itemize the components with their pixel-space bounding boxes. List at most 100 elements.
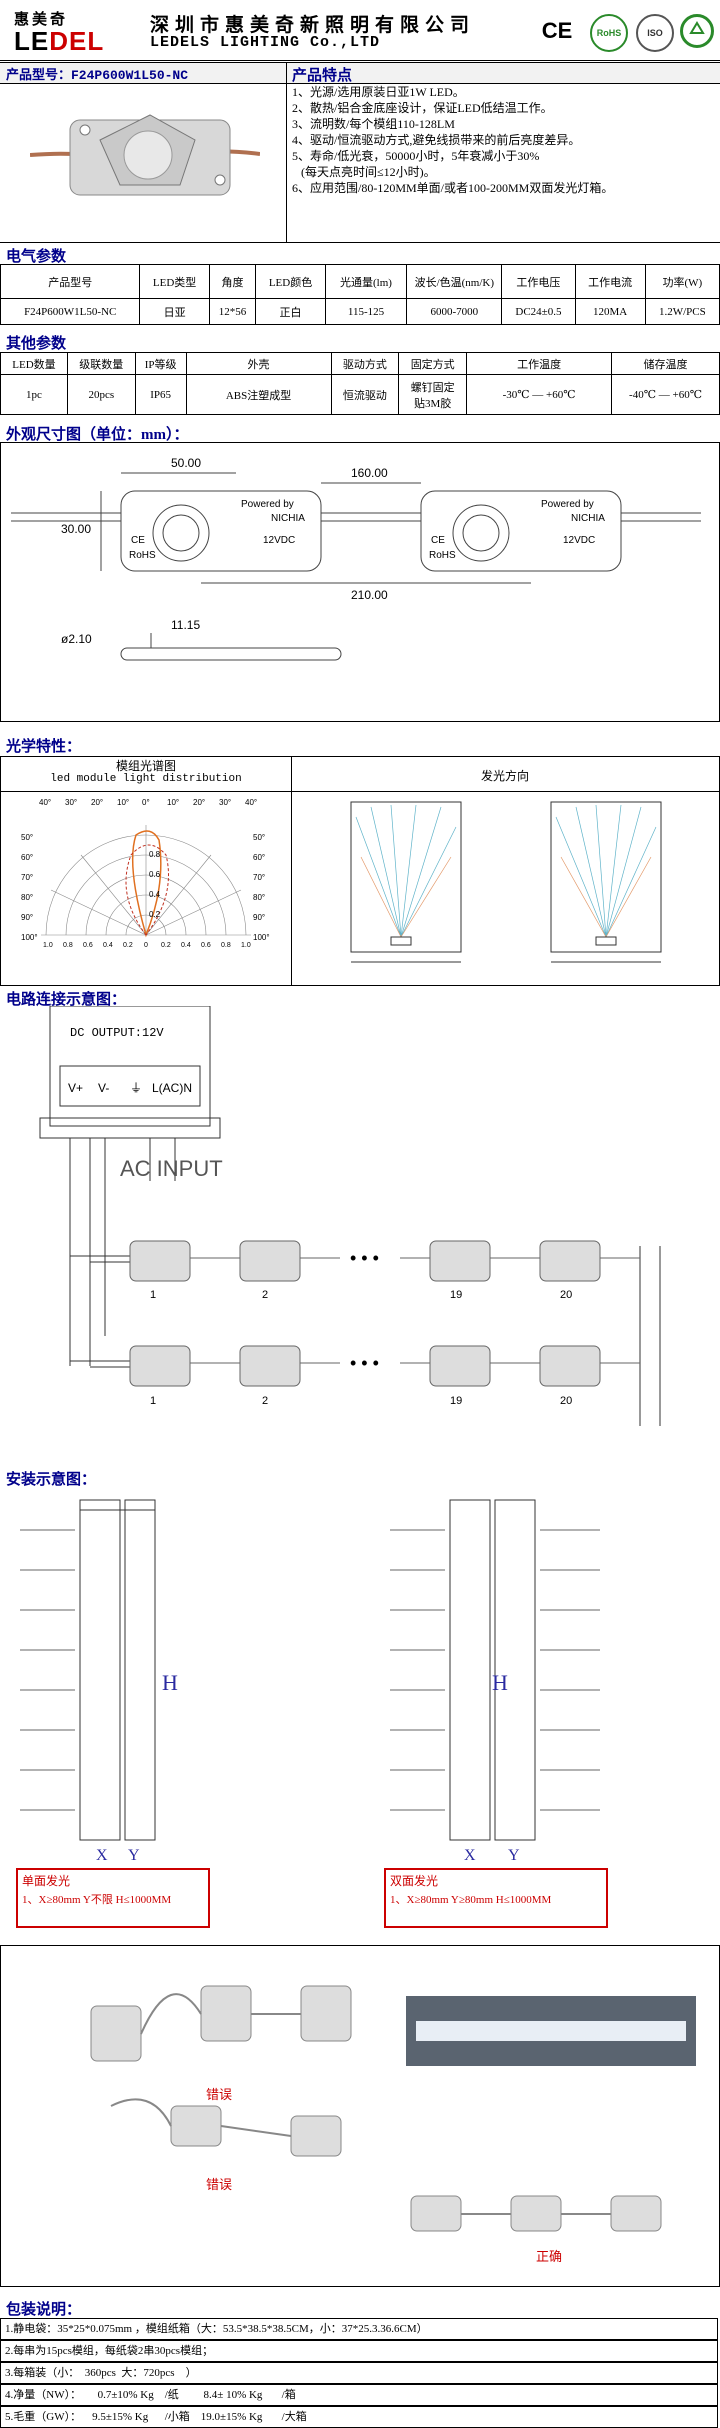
svg-text:60°: 60° (21, 853, 33, 862)
svg-text:50°: 50° (253, 833, 265, 842)
install-diagram: H H X Y X Y 单面发光 1、X≥80mm Y不限 H≤1000MM 双… (0, 1490, 720, 1930)
svg-text:40°: 40° (39, 798, 51, 807)
rohs-icon: RoHS (590, 14, 628, 52)
x-mark: X (464, 1847, 476, 1864)
feature-item: 5、寿命/低光衰，50000小时，5年衰减小于30% (292, 149, 540, 163)
packing-line: 2.每串为15pcs模组，每纸袋2串30pcs模组； (0, 2340, 718, 2362)
table-header: 工作温度 (466, 352, 613, 375)
double-side-note: 双面发光 1、X≥80mm Y≥80mm H≤1000MM (384, 1868, 608, 1928)
svg-text:19: 19 (450, 1395, 462, 1407)
module-voltage: 12VDC (563, 535, 595, 546)
feature-item: 4、驱动/恒流驱动方式,避免线损带来的前后亮度差异。 (292, 133, 581, 147)
wrong-right-panel: 错误 错误 正确 (0, 1945, 720, 2287)
svg-text:80°: 80° (21, 893, 33, 902)
other-title: 其他参数 (6, 336, 67, 352)
table-cell: DC24±0.5 (501, 298, 576, 325)
table-header: 光通量(lm) (324, 264, 408, 299)
table-header: 储存温度 (611, 352, 720, 375)
packing-line: 1.静电袋：35*25*0.075mm ，模组纸箱（大：53.5*38.5*38… (0, 2318, 718, 2340)
table-header: LED数量 (0, 352, 68, 375)
feature-item: 6、应用范围/80-120MM单面/或者100-200MM双面发光灯箱。 (292, 181, 614, 195)
svg-text:20°: 20° (193, 798, 205, 807)
table-header: 驱动方式 (330, 352, 400, 375)
double-title: 双面发光 (390, 1874, 439, 1888)
svg-text:2: 2 (262, 1289, 268, 1301)
svg-text:1.0: 1.0 (43, 942, 53, 949)
svg-text:100°: 100° (253, 933, 270, 942)
wiring-diagram: DC OUTPUT:12V V+ V- ⏚ L(AC)N AC INPUT • … (0, 1005, 720, 1466)
other-table: LED数量 级联数量 IP等级 外壳 驱动方式 固定方式 工作温度 储存温度 1… (0, 352, 720, 415)
side-angle-labels: 50° 60° 70° 80° 90° 100° 50° 60° 70° 80°… (21, 833, 270, 942)
table-cell: -40℃ — +60℃ (611, 374, 720, 415)
x-mark: X (96, 1847, 108, 1864)
ellipsis: • • • (350, 1248, 379, 1268)
svg-text:20: 20 (560, 1395, 572, 1407)
svg-text:0: 0 (144, 942, 148, 949)
y-mark: Y (508, 1847, 520, 1864)
electrical-title: 电气参数 (6, 249, 67, 265)
bottom-tick-labels: 1.0 0.8 0.6 0.4 0.2 0 0.2 0.4 0.6 0.8 1.… (43, 942, 251, 949)
packing-line: 5.毛重（GW）： 9.5±15% Kg /小箱 19.0±15% Kg /大箱 (0, 2406, 718, 2428)
features-list: 1、光源/选用原装日亚1W LED。 2、散热/铝合金底座设计，保证LED低结温… (292, 84, 613, 196)
install-title: 安装示意图： (6, 1472, 97, 1488)
svg-text:70°: 70° (253, 873, 265, 882)
dim-total-label: 210.00 (351, 588, 388, 602)
svg-text:2: 2 (262, 1395, 268, 1407)
feature-item: (每天点亮时间≤12小时)。 (292, 165, 436, 179)
single-side-note: 单面发光 1、X≥80mm Y不限 H≤1000MM (16, 1868, 210, 1928)
svg-text:1: 1 (150, 1395, 156, 1407)
feature-item: 1、光源/选用原装日亚1W LED。 (292, 85, 465, 99)
table-cell: 螺钉固定 贴3M胶 (398, 374, 468, 415)
direction-title: 发光方向 (480, 769, 529, 783)
svg-text:0.8: 0.8 (149, 850, 161, 859)
divider (291, 757, 292, 985)
dimension-title: 外观尺寸图（单位：mm）： (6, 427, 189, 443)
h-mark: H (492, 1670, 508, 1695)
svg-text:19: 19 (450, 1289, 462, 1301)
features-title: 产品特点 (292, 68, 353, 84)
svg-text:40°: 40° (245, 798, 257, 807)
wrong-label-2: 错误 (206, 2177, 233, 2192)
svg-text:0.2: 0.2 (161, 942, 171, 949)
module-brand: NICHIA (271, 513, 305, 524)
svg-text:0.4: 0.4 (103, 942, 113, 949)
page-header: 惠美奇 LEDEL 深圳市惠美奇新照明有限公司 LEDELS LIGHTING … (0, 0, 720, 61)
wrong-label-1: 错误 (206, 2087, 233, 2102)
recycle-icon (680, 14, 714, 48)
ce-mark-icon: CE (541, 18, 573, 43)
svg-text:0°: 0° (142, 798, 150, 807)
table-cell: ABS注塑成型 (185, 374, 332, 415)
polar-chart: 40° 30° 20° 10° 0° 10° 20° 30° 40° 50° 6… (21, 798, 270, 949)
table-cell: 120MA (574, 298, 646, 325)
svg-text:0.2: 0.2 (123, 942, 133, 949)
table-cell: 1pc (0, 374, 68, 415)
table-header: IP等级 (134, 352, 187, 375)
svg-text:10°: 10° (167, 798, 179, 807)
dim-height-label: 30.00 (61, 522, 91, 536)
packing-title: 包装说明： (6, 2302, 82, 2318)
ellipsis: • • • (350, 1353, 379, 1373)
table-header: 产品型号 (0, 264, 141, 299)
table-header: 工作电压 (501, 264, 576, 299)
table-header: 外壳 (185, 352, 332, 375)
terminal-v-minus: V- (98, 1081, 109, 1095)
table-cell: 20pcs (66, 374, 136, 415)
module-rohs: RoHS (429, 550, 456, 561)
svg-text:0.2: 0.2 (149, 910, 161, 919)
double-desc: 1、X≥80mm Y≥80mm H≤1000MM (390, 1894, 552, 1906)
table-cell: 恒流驱动 (330, 374, 400, 415)
iso-icon: ISO (636, 14, 674, 52)
feature-item: 3、流明数/每个模组110-128LM (292, 117, 455, 131)
svg-text:0.4: 0.4 (181, 942, 191, 949)
table-cell: 115-125 (324, 298, 408, 325)
electrical-table: 产品型号 LED类型 角度 LED颜色 光通量(lm) 波长/色温(nm/K) … (0, 264, 720, 325)
company-name-en: LEDELS LIGHTING Co.,LTD (150, 34, 381, 51)
ac-input-label: AC INPUT (120, 1156, 223, 1181)
table-cell: 正白 (255, 298, 326, 325)
svg-text:10°: 10° (117, 798, 129, 807)
packing-line: 3.每箱装（小： 360pcs 大：720pcs ） (0, 2362, 718, 2384)
svg-text:70°: 70° (21, 873, 33, 882)
top-angle-labels: 40° 30° 20° 10° 0° 10° 20° 30° 40° (39, 798, 257, 807)
module-brand: NICHIA (571, 513, 605, 524)
table-header: LED类型 (139, 264, 210, 299)
